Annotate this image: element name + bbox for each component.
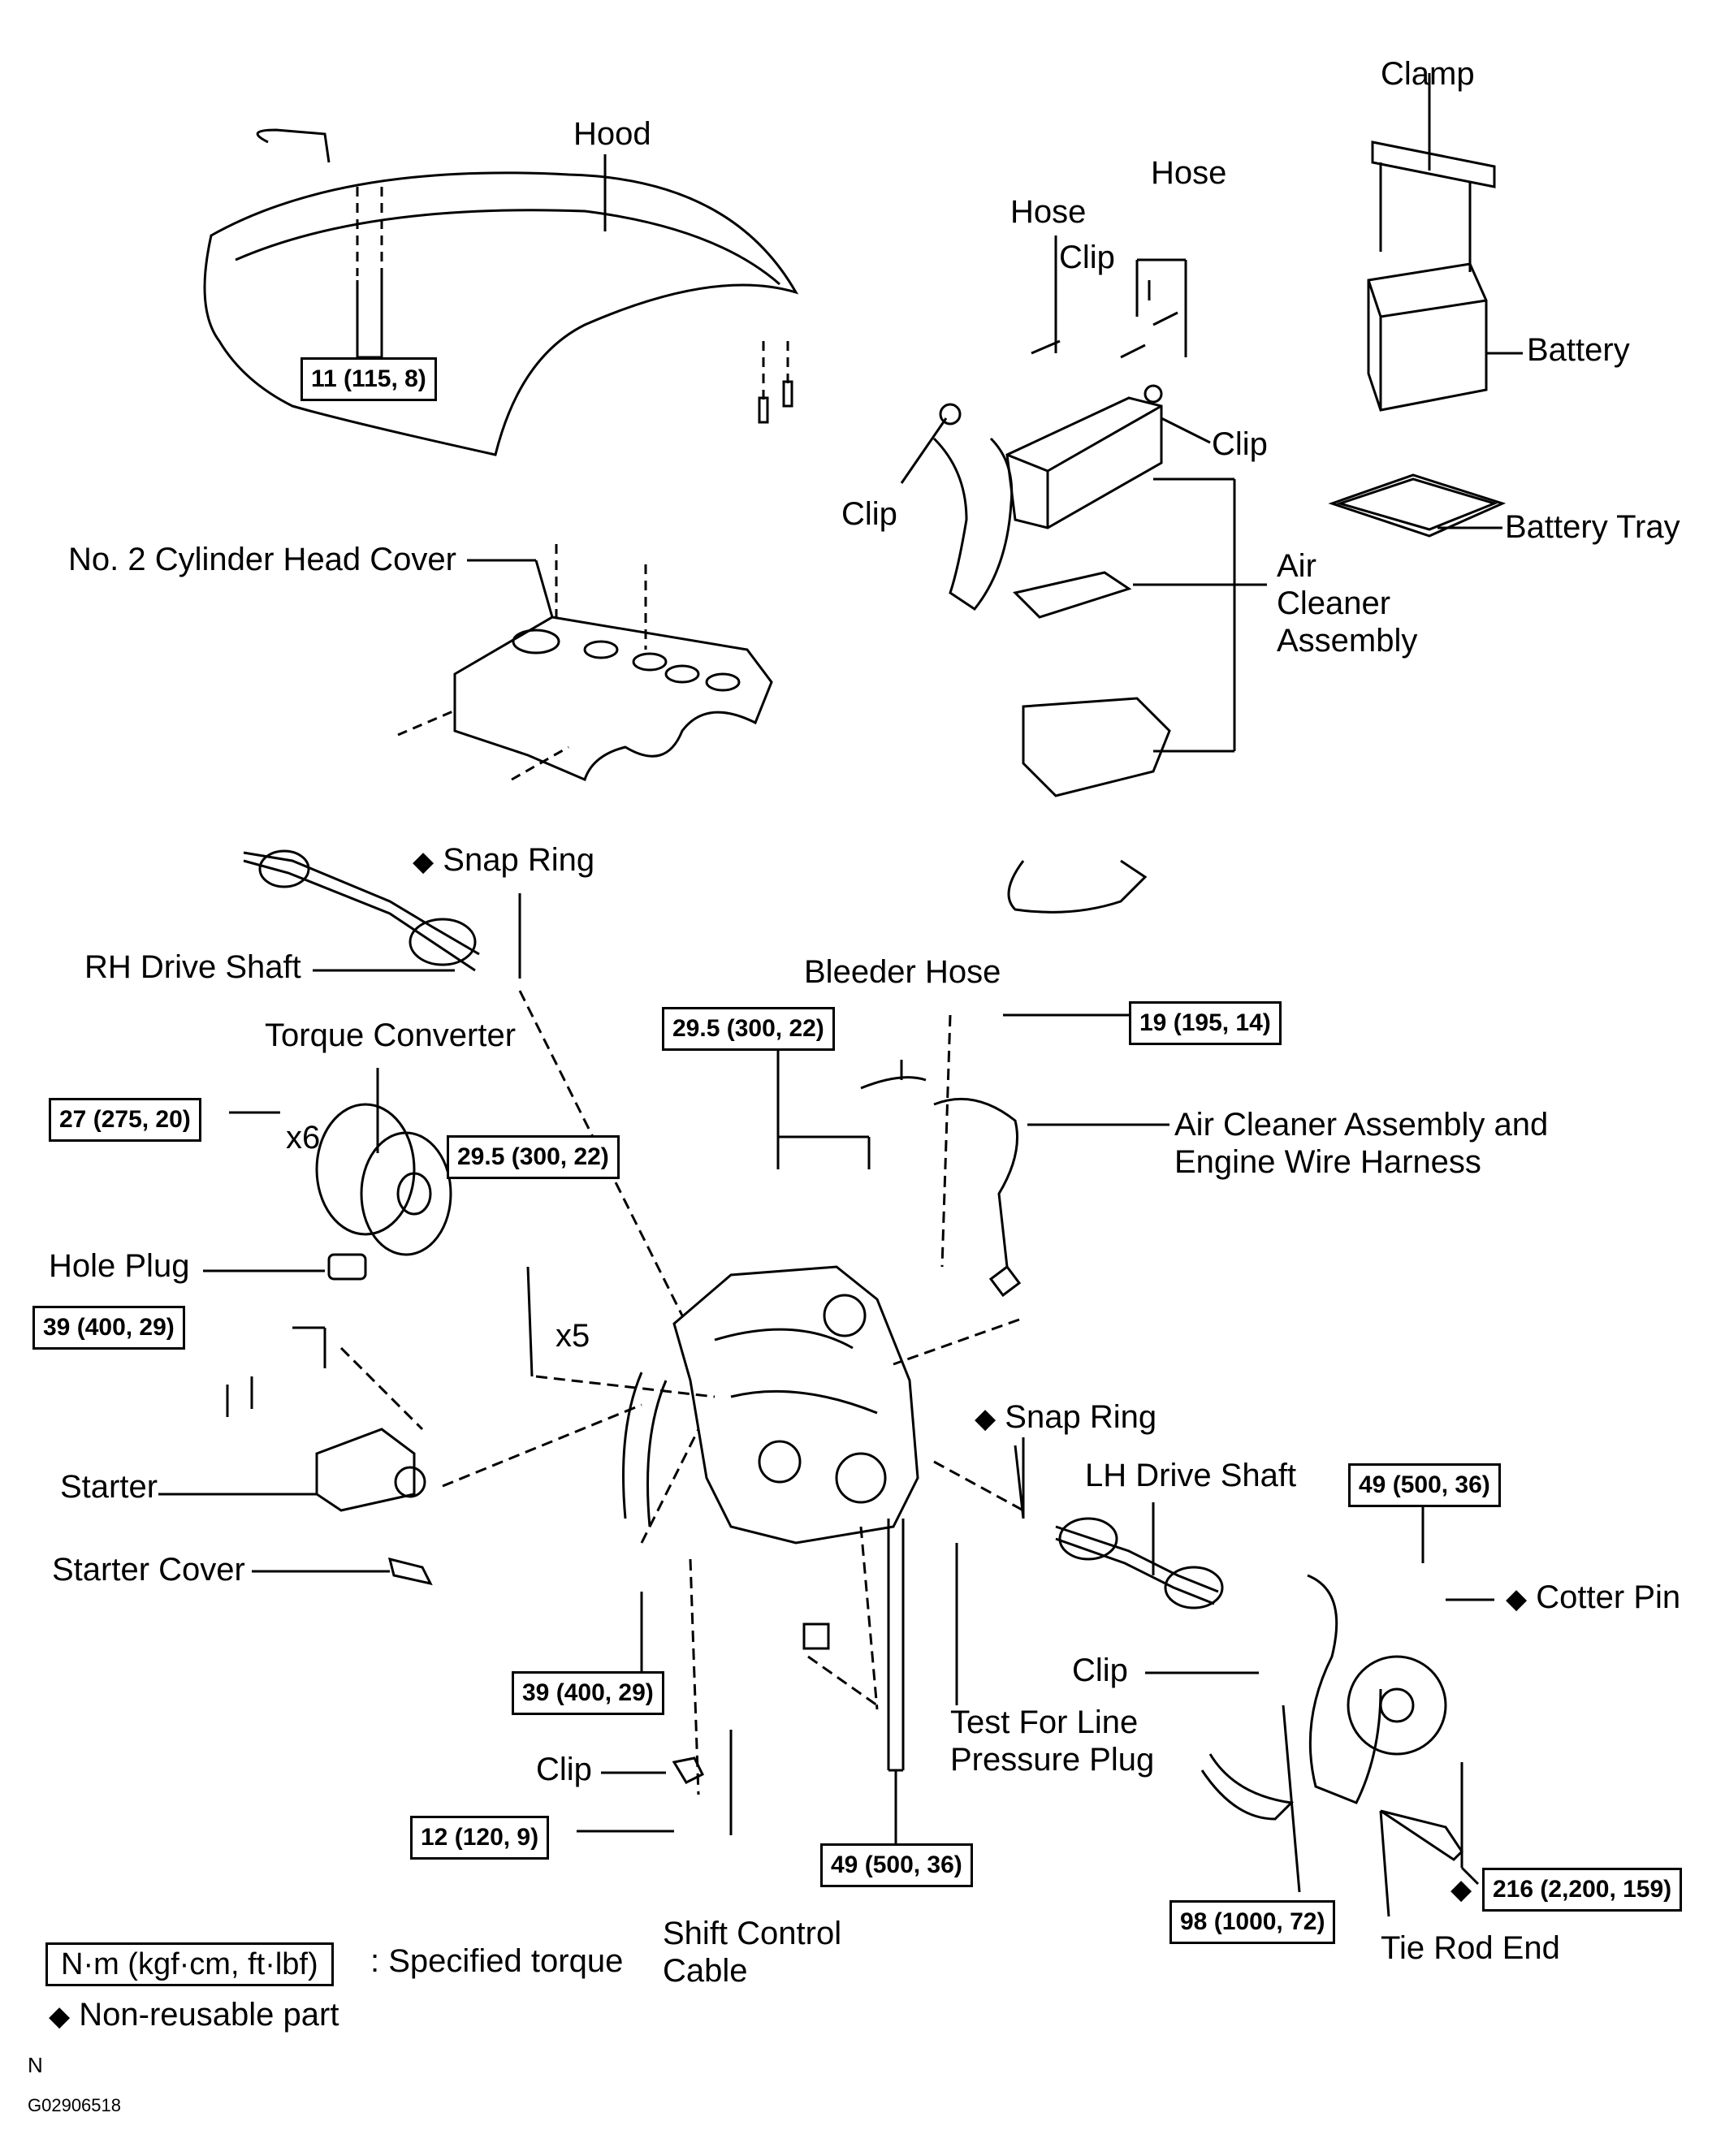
orientation-mark: N — [28, 2053, 43, 2077]
torque-box-torque-converter: 27 (275, 20) — [49, 1098, 201, 1142]
clip-label: Clip — [1059, 240, 1115, 275]
legend-torque-desc: : Specified torque — [370, 1943, 624, 1979]
clip-label: Clip — [536, 1752, 592, 1787]
rh-drive-shaft-label: RH Drive Shaft — [84, 949, 301, 985]
hub-knuckle-drawing — [1307, 1574, 1447, 1804]
non-reusable-diamond-icon: ◆ — [1450, 1874, 1472, 1905]
snap-ring-text: Snap Ring — [443, 842, 595, 878]
starter-cover-label: Starter Cover — [52, 1552, 245, 1588]
hole-plug-label: Hole Plug — [49, 1248, 190, 1284]
air-cleaner-assembly-label: Air Cleaner Assembly — [1277, 548, 1418, 659]
non-reusable-diamond-icon: ◆ — [1506, 1584, 1528, 1614]
harness-label: Air Cleaner Assembly and Engine Wire Har… — [1174, 1107, 1549, 1180]
non-reusable-diamond-icon: ◆ — [975, 1403, 997, 1434]
torque-box-trans-left: 29.5 (300, 22) — [447, 1135, 620, 1179]
rh-drive-shaft-drawing — [243, 849, 480, 972]
legend-nonreusable-text: Non-reusable part — [79, 1997, 339, 2033]
clip-label: Clip — [841, 496, 897, 532]
torque-converter-drawing — [315, 1103, 452, 1256]
bleeder-hose-label: Bleeder Hose — [804, 954, 1001, 990]
battery-drawing — [1328, 140, 1507, 538]
figure-id: G02906518 — [28, 2095, 121, 2115]
battery-label: Battery — [1527, 332, 1630, 368]
cotter-pin-text: Cotter Pin — [1536, 1579, 1681, 1615]
snap-ring-text: Snap Ring — [1005, 1399, 1157, 1435]
clip-label: Clip — [1072, 1653, 1128, 1688]
starter-label: Starter — [60, 1469, 158, 1505]
hood-label: Hood — [573, 116, 651, 152]
air-cleaner-drawing — [932, 311, 1178, 914]
test-plug-label: Test For Line Pressure Plug — [950, 1704, 1155, 1778]
non-reusable-diamond-icon: ◆ — [413, 846, 434, 877]
torque-converter-label: Torque Converter — [265, 1018, 517, 1053]
clip-label: Clip — [1212, 426, 1268, 462]
legend-nonreusable: ◆ Non-reusable part — [49, 1996, 339, 2035]
legend-torque-key: N·m (kgf·cm, ft·lbf) — [45, 1942, 334, 1986]
hood-drawing — [203, 128, 799, 456]
shift-control-cable-label: Shift Control Cable — [663, 1916, 842, 1989]
cylinder-head-cover-drawing — [397, 544, 773, 782]
non-reusable-diamond-icon: ◆ — [49, 2001, 71, 2032]
torque-box-harness: 19 (195, 14) — [1129, 1001, 1282, 1045]
snap-ring-label: ◆ Snap Ring — [975, 1398, 1156, 1437]
cylinder-head-cover-label: No. 2 Cylinder Head Cover — [68, 542, 456, 577]
starter-drawing — [226, 1376, 426, 1512]
torque-box-hub-nut: 216 (2,200, 159) — [1482, 1868, 1683, 1912]
torque-box-trans-top: 29.5 (300, 22) — [662, 1007, 835, 1051]
snap-ring-label: ◆ Snap Ring — [413, 841, 594, 880]
hose-label: Hose — [1010, 194, 1087, 230]
transmission-drawing — [622, 1265, 919, 1545]
torque-box-starter: 39 (400, 29) — [32, 1306, 185, 1350]
torque-box-cotter-nut: 49 (500, 36) — [1348, 1463, 1501, 1507]
clamp-label: Clamp — [1381, 56, 1475, 92]
torque-box-trans-bottom: 39 (400, 29) — [512, 1671, 664, 1715]
x5-label: x5 — [556, 1318, 590, 1354]
lh-drive-shaft-drawing — [1055, 1517, 1224, 1609]
x6-label: x6 — [286, 1120, 321, 1156]
tie-rod-end-label: Tie Rod End — [1381, 1930, 1560, 1966]
hose-label: Hose — [1151, 155, 1227, 191]
hole-plug-drawing — [327, 1253, 367, 1281]
battery-tray-label: Battery Tray — [1505, 509, 1680, 545]
torque-box-mount: 49 (500, 36) — [820, 1843, 973, 1887]
torque-box-cable: 12 (120, 9) — [410, 1816, 550, 1860]
torque-box-hood: 11 (115, 8) — [300, 357, 437, 401]
cotter-pin-label: ◆ Cotter Pin — [1506, 1579, 1680, 1618]
lh-drive-shaft-label: LH Drive Shaft — [1085, 1458, 1297, 1493]
hub-nut-torque-label: ◆ — [1450, 1869, 1472, 1908]
torque-box-lower-ball-joint: 98 (1000, 72) — [1169, 1900, 1336, 1944]
